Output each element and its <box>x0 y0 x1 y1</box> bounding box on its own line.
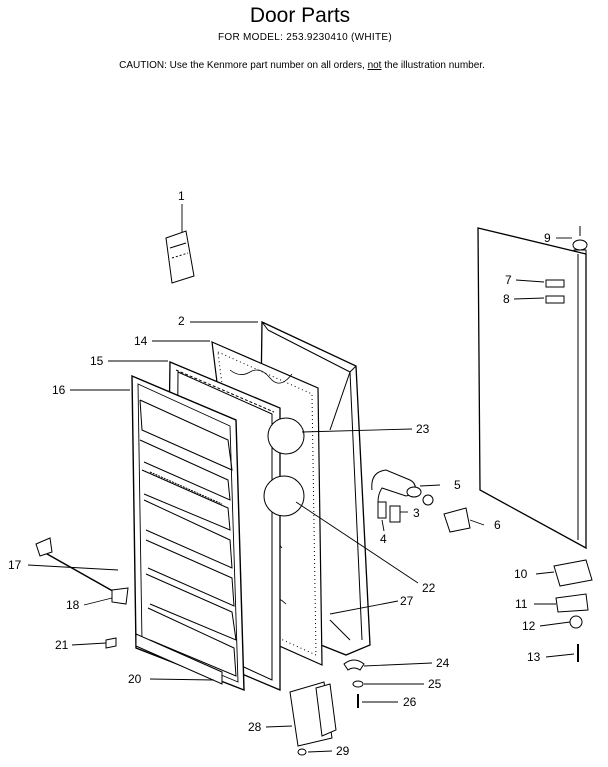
callout-25: 25 <box>428 677 442 691</box>
caution-text-start: CAUTION: Use the Kenmore part number on … <box>119 60 368 71</box>
callout-16: 16 <box>52 383 66 397</box>
page-title: Door Parts <box>249 4 351 27</box>
door-shelves <box>139 399 237 677</box>
part-1-manual <box>165 230 195 284</box>
callout-23: 23 <box>416 422 430 436</box>
part-door-side-panel <box>477 227 587 550</box>
callout-27: 27 <box>400 594 414 608</box>
callout-22: 22 <box>422 581 436 595</box>
part-6-cap <box>443 507 471 533</box>
part-20-bottom-trim <box>135 633 223 685</box>
callout-17: 17 <box>8 558 22 572</box>
part-18-bracket <box>111 587 129 605</box>
callout-9: 9 <box>544 231 551 245</box>
callout-12: 12 <box>522 619 536 633</box>
leader-lines <box>27 204 575 753</box>
part-23-detail-circle <box>267 417 305 455</box>
callout-18: 18 <box>66 598 80 612</box>
part-29-fastener <box>297 748 307 756</box>
callout-10: 10 <box>514 567 528 581</box>
caution-text-underlined: not <box>367 60 382 71</box>
part-10-hinge <box>553 559 593 587</box>
callout-24: 24 <box>436 656 450 670</box>
part-3-bracket <box>389 505 401 523</box>
part-16-inner-door-liner <box>131 374 245 692</box>
callout-2: 2 <box>178 314 185 328</box>
callout-29: 29 <box>336 744 350 758</box>
part-28-bin <box>289 681 337 747</box>
callout-6: 6 <box>494 518 501 532</box>
callout-8: 8 <box>503 292 510 306</box>
callout-28: 28 <box>248 720 262 734</box>
callout-26: 26 <box>403 695 417 709</box>
part-17-rod <box>35 537 119 595</box>
callout-15: 15 <box>90 354 104 368</box>
model-line: FOR MODEL: 253.9230410 (WHITE) <box>217 32 393 43</box>
callout-20: 20 <box>128 672 142 686</box>
part-5-handle <box>371 469 434 506</box>
part-12-bushing <box>569 615 583 629</box>
callout-21: 21 <box>55 638 69 652</box>
callout-7: 7 <box>505 273 512 287</box>
part-21-screw <box>105 637 117 649</box>
part-4-spacer <box>377 501 387 519</box>
callout-14: 14 <box>134 334 148 348</box>
part-11-hinge-bracket <box>555 593 589 613</box>
part-24-stop <box>343 659 365 671</box>
part-22-detail-circle <box>263 475 305 517</box>
part-7-label <box>545 279 565 288</box>
callout-3: 3 <box>413 506 420 520</box>
callout-13: 13 <box>527 650 541 664</box>
caution-note: CAUTION: Use the Kenmore part number on … <box>0 60 604 71</box>
callout-4: 4 <box>380 532 387 546</box>
callout-1: 1 <box>178 189 185 203</box>
part-8-label <box>545 295 565 304</box>
part-25-washer <box>352 680 364 688</box>
callout-11: 11 <box>515 597 528 611</box>
caution-text-end: the illustration number. <box>381 60 485 71</box>
callout-5: 5 <box>454 478 461 492</box>
